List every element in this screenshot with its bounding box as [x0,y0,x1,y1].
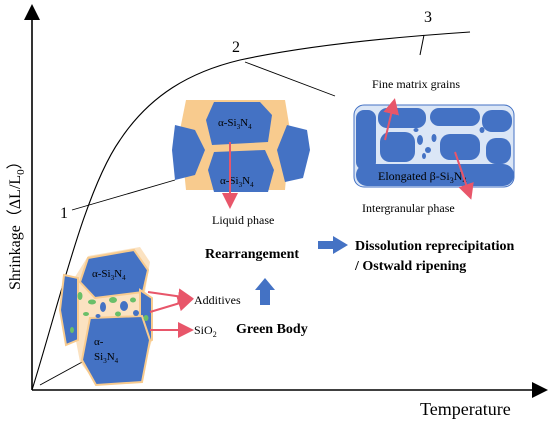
x-axis-label: Temperature [420,399,511,419]
green-body-grain-left [58,273,79,347]
green-body-title: Green Body [236,322,308,337]
tick-point-3 [419,34,425,56]
rearr-grain-top-label: α-Si3N4 [218,117,252,131]
curve-point-3: 3 [424,9,432,26]
fine-matrix-label: Fine matrix grains [372,77,460,91]
sio2-label: SiO2 [194,323,217,339]
y-axis-label: Shrinkage（ΔL/L0） [6,153,27,290]
green-body-callout-arrows [147,288,194,338]
intergranular-arrow [454,151,474,200]
dissolution-title-line2: / Ostwald ripening [354,259,466,274]
fine-matrix-arrow [383,98,400,141]
intergranular-label: Intergranular phase [362,201,455,215]
liquid-phase-label: Liquid phase [212,213,274,227]
rearrangement-grain-left [172,125,205,180]
green-grain-bottom-label-1: α- [94,336,104,348]
green-grain-bottom-label-2: Si3N4 [94,351,119,365]
rearrangement-grain-top [206,102,272,145]
rearrangement-grain-right [277,125,310,182]
curve-point-2: 2 [232,39,240,56]
curve-point-1: 1 [60,205,68,222]
fine-matrix-grains [413,127,485,159]
elongated-label: Elongated β-Si3N4 [378,169,466,185]
dissolution-title-line1: Dissolution reprecipitation [355,239,515,254]
green-body-illustration: α-Si3N4 α- Si3N4 Additives SiO2 [58,247,241,387]
dissolution-illustration: Fine matrix grains Elongated β-Si3N4 Int… [353,77,515,215]
arrow-to-dissolution [318,236,348,254]
green-body-grain-bottom [80,314,152,387]
rearrangement-title: Rearrangement [205,247,299,262]
curve-point-markers: 1 2 3 [60,9,432,222]
rearr-grain-bottom-label: α-Si3N4 [220,175,254,189]
axes: Shrinkage（ΔL/L0） Temperature [6,4,548,419]
rearrangement-illustration: α-Si3N4 α-Si3N4 Liquid phase [172,100,310,227]
additive-particles [70,292,149,333]
arrow-to-rearrangement [255,278,275,305]
green-grain-top-label: α-Si3N4 [92,268,126,282]
additives-label: Additives [194,293,241,307]
rearrangement-grain-bottom [208,150,274,192]
shrinkage-curve [31,31,471,391]
elongated-grain [356,164,514,186]
